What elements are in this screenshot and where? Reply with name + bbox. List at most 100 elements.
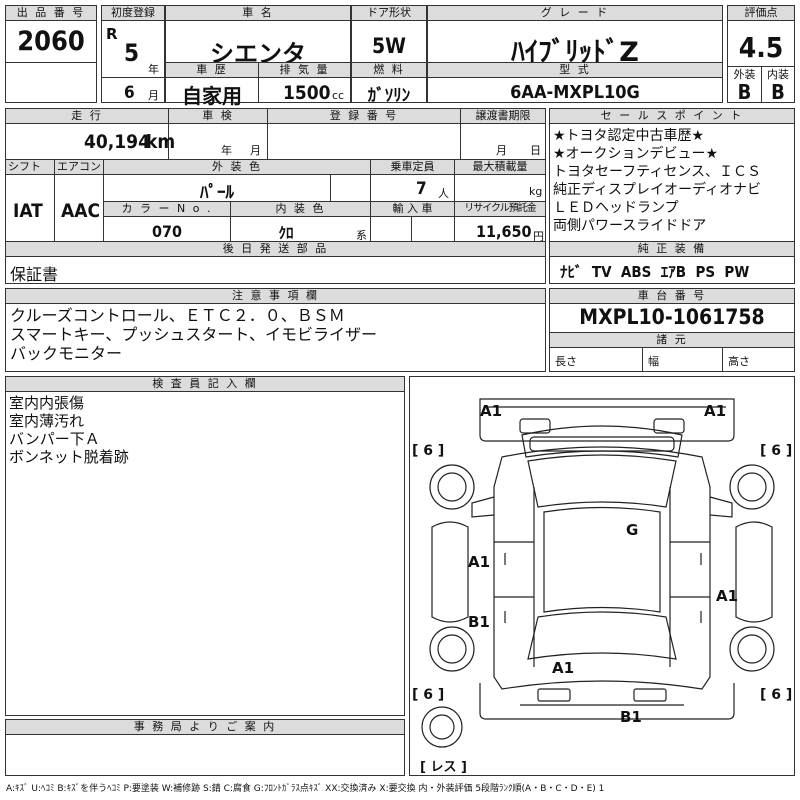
sales-point-line: トヨタセーフティセンス、ＩＣＳ: [553, 164, 762, 180]
color-no: 070: [151, 222, 183, 241]
legend: A:ｷｽﾞ U:ﾍｺﾐ B:ｷｽﾞを伴うﾍｺﾐ P:要塗装 W:補修跡 S:錆 …: [6, 784, 605, 794]
grade-box: グ レ ー ド ﾊｲﾌﾞﾘｯﾄﾞZ 型 式 6AA-MXPL10G: [427, 5, 723, 103]
inspection-label: 車 検: [169, 109, 267, 124]
capacity-unit: 人: [438, 187, 449, 200]
interior-unit: 系: [356, 229, 367, 242]
inspection-month-unit: 月: [250, 144, 261, 157]
height-label: 高さ: [728, 355, 750, 368]
notes-line: クルーズコントロール、ＥＴＣ２．０、ＢＳＭ: [10, 306, 345, 325]
grade-label: グ レ ー ド: [428, 6, 722, 21]
mark-rear-bumper: B1: [620, 708, 642, 726]
later-parts-item: 保証書: [10, 265, 59, 284]
office-box: 事 務 局 よ り ご 案 内: [5, 719, 405, 776]
lot-number: 2060: [17, 26, 85, 57]
year-unit: 年: [148, 63, 159, 76]
office-label: 事 務 局 よ り ご 案 内: [6, 720, 404, 735]
interior: ｸﾛ: [278, 224, 294, 242]
import-label: 輸 入 車: [371, 202, 454, 217]
length-label: 長さ: [555, 355, 577, 368]
notes-line: バックモニター: [10, 344, 123, 363]
tire-mark-rl: [ 6 ]: [412, 687, 444, 703]
ac-label: エアコン: [55, 160, 103, 175]
tire-mark-rr: [ 6 ]: [760, 687, 792, 703]
inspector-line: バンパー下Ａ: [9, 430, 100, 448]
lot-box: 出 品 番 号 2060: [5, 5, 97, 103]
recycle-unit: 円: [533, 230, 544, 243]
model-label: 型 式: [428, 63, 722, 78]
tire-mark-fl: [ 6 ]: [412, 443, 444, 459]
ext-label: 外装: [733, 68, 756, 81]
interior-label: 内 装 色: [231, 202, 370, 217]
reg-no-label: 登 録 番 号: [268, 109, 460, 124]
inspector-line: 室内薄汚れ: [9, 412, 85, 430]
dims-label: 諸 元: [550, 333, 794, 348]
color: ﾊﾟｰﾙ: [200, 183, 234, 203]
notes-line: スマートキー、プッシュスタート、イモビライザー: [10, 325, 378, 344]
mark-roof: G: [626, 521, 638, 539]
car-diagram-box: A1 A1 G A1 B1 A1 A1 B1 [ 6 ] [ 6 ] [ 6 ]…: [409, 376, 795, 776]
mileage: 40,194: [84, 131, 150, 153]
mark-front-right: A1: [704, 402, 726, 420]
int-label: 内装: [767, 68, 789, 81]
fuel-label: 燃 料: [352, 63, 426, 78]
ext-grade: B: [737, 80, 752, 104]
car-name-box: 車 名 シエンタ 車 歴 排 気 量 自家用 1500 cc: [165, 5, 351, 108]
inspector-line: 室内内張傷: [9, 394, 85, 412]
sales-point-label: セ ー ル ス ポ イ ン ト: [550, 109, 794, 124]
car-diagram: A1 A1 G A1 B1 A1 A1 B1 [ 6 ] [ 6 ] [ 6 ]…: [412, 398, 792, 775]
first-registration-box: 初度登録 R 5 年 6 月: [101, 5, 165, 103]
score: 4.5: [738, 31, 784, 64]
history-label: 車 歴: [166, 63, 258, 78]
door: 5W: [372, 34, 406, 58]
later-parts-label: 後 日 発 送 部 品: [6, 242, 545, 257]
mileage-label: 走 行: [6, 109, 168, 124]
era: R: [106, 25, 118, 43]
sales-point-line: 純正ディスプレイオーディオナビ: [553, 182, 762, 198]
shift: IAT: [13, 200, 43, 222]
sales-point-line: ★オークションデビュー★: [553, 146, 719, 162]
month-unit: 月: [148, 89, 159, 102]
chassis-label: 車 台 番 号: [550, 289, 794, 304]
tire-mark-fr: [ 6 ]: [760, 443, 792, 459]
sales-point-line: ★トヨタ認定中古車歴★: [553, 128, 705, 144]
door-label: ドア形状: [352, 6, 426, 21]
door-box: ドア形状 5W 燃 料 ｶﾞｿﾘﾝ: [351, 5, 427, 106]
displacement-label: 排 気 量: [259, 63, 350, 78]
inspector-label: 検 査 員 記 入 欄: [6, 377, 404, 392]
sales-point-line: ＬＥＤヘッドランプ: [553, 200, 679, 216]
lot-label: 出 品 番 号: [6, 6, 96, 21]
width-label: 幅: [648, 355, 659, 368]
sales-point-line: 両側パワースライドドア: [553, 218, 707, 234]
transfer-label: 譲渡書期限: [461, 109, 545, 124]
model: 6AA-MXPL10G: [510, 82, 640, 103]
notes-box: 注 意 事 項 欄 クルーズコントロール、ＥＴＣ２．０、ＢＳＭ スマートキー、プ…: [5, 288, 546, 372]
mark-right-rear: A1: [716, 587, 738, 605]
score-label: 評価点: [728, 6, 794, 21]
shift-label: シフト: [6, 160, 54, 175]
inspector-line: ボンネット脱着跡: [9, 448, 129, 466]
mark-left-rear-door: B1: [468, 613, 490, 631]
equipment-label: 純 正 装 備: [550, 242, 794, 257]
mark-front-left: A1: [480, 402, 502, 420]
history: 自家用: [182, 84, 242, 108]
sales-point-box: セ ー ル ス ポ イ ン ト ★トヨタ認定中古車歴★ ★オークションデビュー★…: [549, 108, 795, 284]
load-unit: kg: [529, 185, 543, 198]
spare-mark: [ レス ]: [420, 760, 467, 775]
transfer-day-unit: 日: [530, 144, 541, 157]
color-no-label: カ ラ ー N o .: [104, 202, 230, 217]
displacement: 1500: [283, 82, 331, 104]
load-label: 最大積載量: [455, 160, 545, 175]
inspection-year-unit: 年: [221, 144, 232, 157]
capacity-label: 乗車定員: [371, 160, 454, 175]
mileage-unit: km: [146, 131, 176, 153]
car-name-label: 車 名: [166, 6, 350, 21]
first-reg-label: 初度登録: [102, 6, 164, 21]
notes-label: 注 意 事 項 欄: [6, 289, 545, 304]
inspector-box: 検 査 員 記 入 欄 室内内張傷 室内薄汚れ バンパー下Ａ ボンネット脱着跡: [5, 376, 405, 716]
displacement-unit: cc: [332, 89, 345, 102]
transfer-month-unit: 月: [496, 144, 507, 157]
chassis-box: 車 台 番 号 MXPL10-1061758 諸 元 長さ 幅 高さ: [549, 288, 795, 372]
mark-left-front-door: A1: [468, 553, 490, 571]
first-reg-month: 6: [124, 83, 135, 103]
color-label: 外 装 色: [104, 160, 370, 175]
